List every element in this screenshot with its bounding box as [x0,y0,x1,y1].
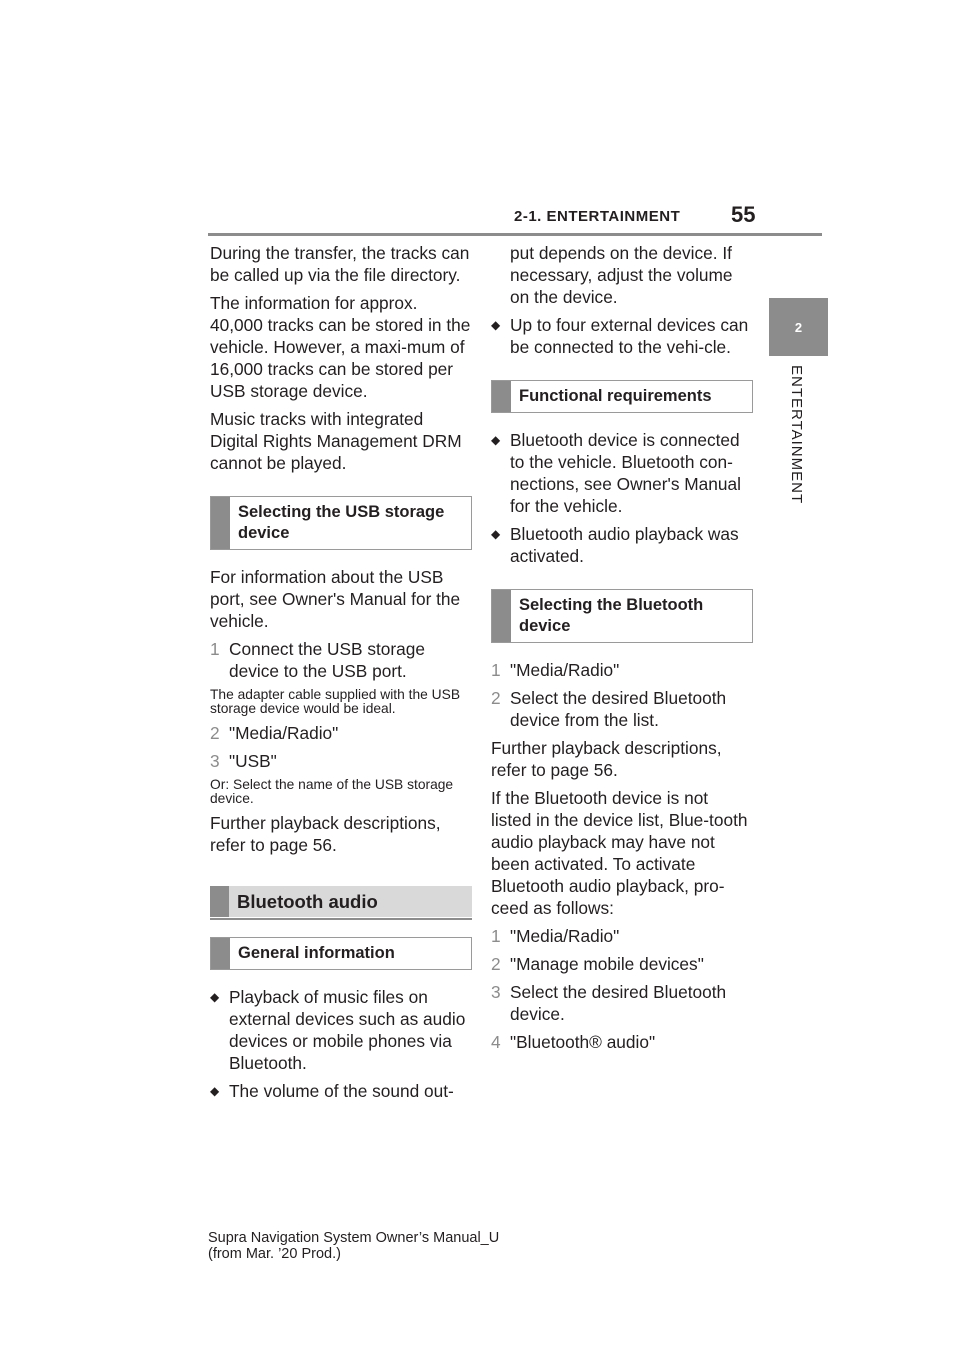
step-text: "Manage mobile devices" [510,954,704,974]
step-text: "USB" [229,751,277,771]
step-text: "Media/Radio" [510,660,620,680]
step-text: "Media/Radio" [229,723,339,743]
paragraph: Further playback descriptions, refer to … [491,738,722,780]
footer-line: Supra Navigation System Owner’s Manual_U [208,1230,500,1246]
paragraph: Further playback descriptions, refer to … [210,813,441,855]
bullet-item: ◆ Up to four external devices can be con… [491,314,753,358]
paragraph: Music tracks with integrated Digital Rig… [210,409,462,473]
bullet-item: ◆ Bluetooth audio playback was activated… [491,523,753,567]
step-item: 1 "Media/Radio" [491,925,753,947]
header-divider [208,233,822,236]
paragraph: The information for approx. 40,000 track… [210,293,471,401]
note: The adapter cable supplied with the USB … [210,687,461,716]
heading-bluetooth-audio: Bluetooth audio [210,886,472,920]
left-column: During the transfer, the tracks can be c… [210,242,472,1108]
step-number: 1 [491,660,501,680]
bullet-text: Playback of music files on external devi… [229,987,466,1073]
step-text: Select the desired Bluetooth device from… [510,688,727,730]
step-number: 2 [491,688,501,708]
subheading-usb: Selecting the USB storage device [210,496,472,550]
footer: Supra Navigation System Owner’s Manual_U… [208,1230,499,1262]
step-item: 1 Connect the USB storage device to the … [210,638,472,682]
bullet-icon: ◆ [210,990,220,1004]
bullet-continuation: put depends on the device. If necessary,… [510,243,733,307]
subheading-select-bluetooth: Selecting the Bluetooth device [491,589,753,643]
chapter-tab: 2 [769,298,828,356]
footer-line: (from Mar. ’20 Prod.) [208,1246,341,1262]
step-item: 2 "Manage mobile devices" [491,953,753,975]
step-item: 2 Select the desired Bluetooth device fr… [491,687,753,731]
step-number: 3 [210,751,220,771]
step-text: Select the desired Bluetooth device. [510,982,727,1024]
bullet-icon: ◆ [210,1084,220,1098]
step-item: 3 Select the desired Bluetooth device. [491,981,753,1025]
bullet-text: The volume of the sound out- [229,1081,454,1101]
step-number: 3 [491,982,501,1002]
page-number: 55 [731,202,756,227]
bullet-item: ◆ The volume of the sound out- [210,1080,472,1102]
subheading-general: General information [210,937,472,970]
bullet-text: Bluetooth audio playback was activated. [510,524,739,566]
step-item: 3 "USB" [210,750,472,772]
bullet-icon: ◆ [491,318,501,332]
section-title: 2-1. ENTERTAINMENT [514,208,681,225]
bullet-text: Bluetooth device is connected to the veh… [510,430,741,516]
step-item: 4 "Bluetooth® audio" [491,1031,753,1053]
step-text: "Bluetooth® audio" [510,1032,656,1052]
step-number: 4 [491,1032,501,1052]
chapter-number: 2 [794,319,803,335]
paragraph: During the transfer, the tracks can be c… [210,243,470,285]
step-number: 1 [491,926,501,946]
step-text: Connect the USB storage device to the US… [229,639,425,681]
bullet-item: ◆ Bluetooth device is connected to the v… [491,429,753,517]
note: Or: Select the name of the USB storage d… [210,777,454,806]
paragraph: For information about the USB port, see … [210,567,461,631]
bullet-text: Up to four external devices can be conne… [510,315,749,357]
chapter-label: ENTERTAINMENT [788,365,805,505]
step-text: "Media/Radio" [510,926,620,946]
right-column: put depends on the device. If necessary,… [491,242,753,1059]
bullet-icon: ◆ [491,433,501,447]
step-item: 2 "Media/Radio" [210,722,472,744]
bullet-item: ◆ Playback of music files on external de… [210,986,472,1074]
step-number: 2 [491,954,501,974]
subheading-functional: Functional requirements [491,380,753,413]
bullet-icon: ◆ [491,527,501,541]
step-number: 1 [210,639,220,659]
step-item: 1 "Media/Radio" [491,659,753,681]
paragraph: If the Bluetooth device is not listed in… [491,788,748,918]
step-number: 2 [210,723,220,743]
